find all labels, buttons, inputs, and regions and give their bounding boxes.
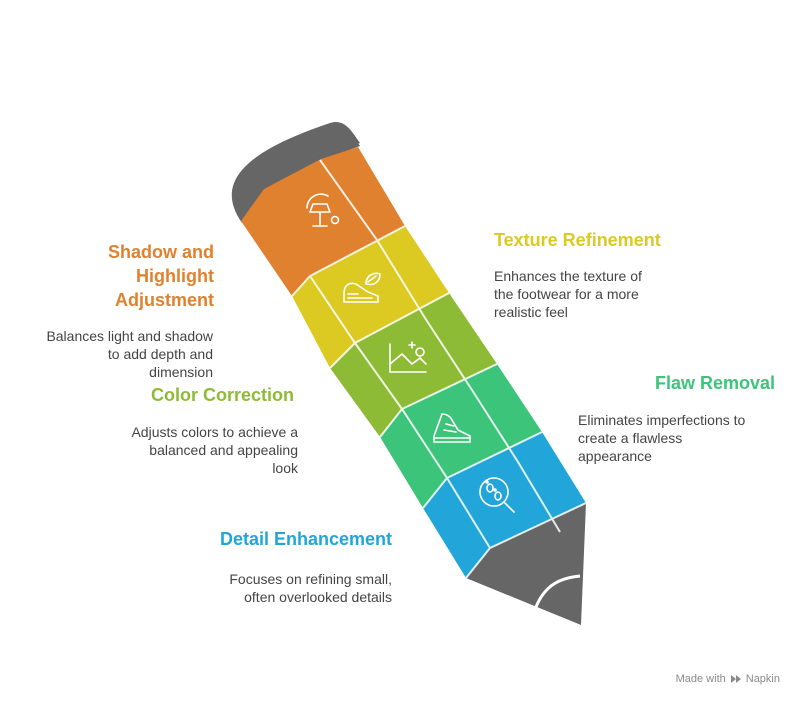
flaw-title: Flaw Removal (654, 373, 775, 393)
texture-description: Enhances the texture of the footwear for… (494, 268, 642, 320)
footer-made-with[interactable]: Made with Napkin (676, 673, 780, 685)
shadow-highlight-title: Shadow and Highlight Adjustment (107, 242, 214, 310)
detail-description: Focuses on refining small, often overloo… (229, 571, 392, 605)
pencil-tip (466, 503, 586, 625)
segment-lime (330, 293, 497, 437)
detail-title: Detail Enhancement (219, 529, 392, 549)
brand-label: Napkin (745, 673, 780, 685)
made-with-label: Made with (675, 673, 726, 685)
shadow-highlight-description: Balances light and shadow to add depth a… (46, 328, 213, 380)
magnifier-footprint-icon (479, 477, 515, 513)
shoe-leaf-icon (343, 272, 381, 303)
napkin-logo-icon (730, 675, 741, 683)
landscape-icon (389, 341, 427, 373)
segment-orange (241, 147, 405, 296)
color-title: Color Correction (150, 385, 294, 405)
color-description: Adjusts colors to achieve a balanced and… (131, 424, 298, 476)
facet-lines (291, 159, 587, 579)
segment-yellow (292, 226, 449, 368)
flaw-description: Eliminates imperfections to create a fla… (578, 412, 746, 464)
texture-title: Texture Refinement (494, 230, 661, 250)
sneaker-icon (433, 413, 471, 443)
pencil-tip-line (534, 574, 581, 608)
lamp-icon (306, 193, 340, 227)
segment-blue (423, 432, 586, 578)
segment-green (380, 364, 542, 508)
